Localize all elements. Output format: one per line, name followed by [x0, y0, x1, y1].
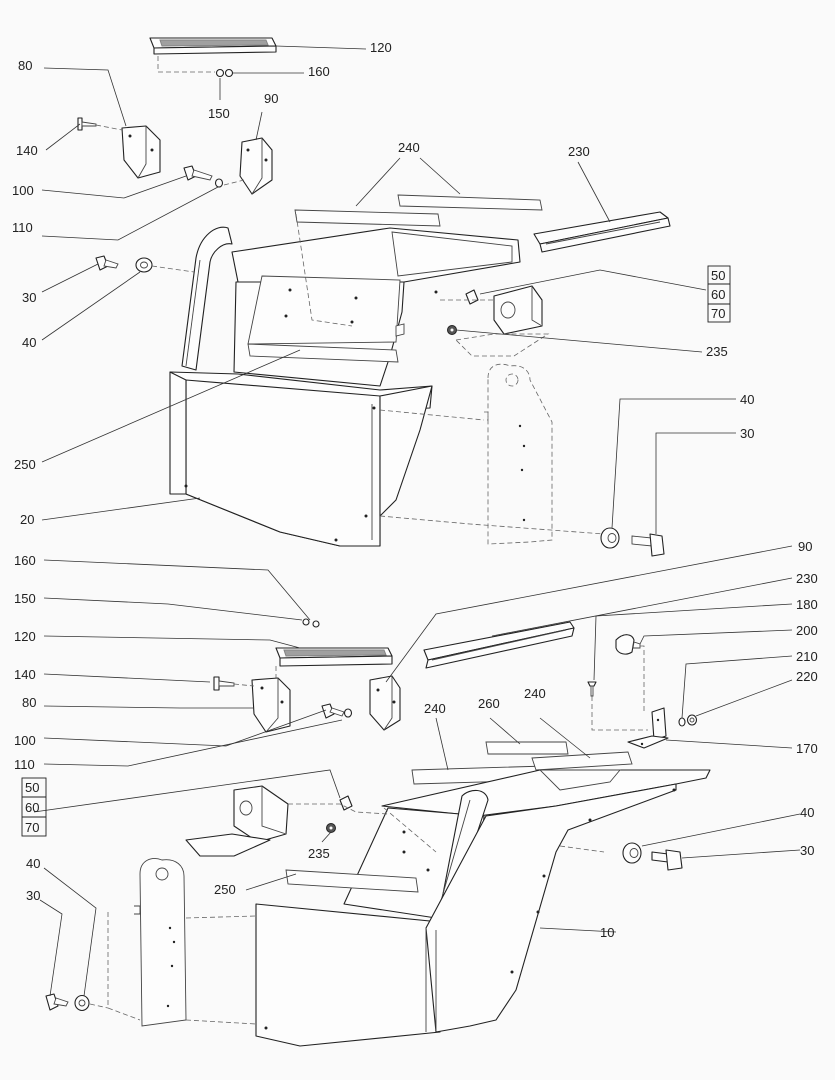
housing-10 — [255, 769, 711, 1047]
callout-120-bottom: 120 — [14, 629, 36, 644]
callout-10: 10 — [600, 925, 614, 940]
bottom-assembly — [45, 618, 711, 1047]
bracket-assembly-50-60-70-top — [440, 285, 550, 357]
bolt-140-top — [77, 117, 97, 131]
callout-250-bottom: 250 — [214, 882, 236, 897]
callout-210: 210 — [796, 649, 818, 664]
callout-235-top: 235 — [706, 344, 728, 359]
sheet-260 — [485, 741, 569, 755]
callout-200: 200 — [796, 623, 818, 638]
callout-40-top-right: 40 — [740, 392, 754, 407]
callout-30-bottom-left: 30 — [26, 888, 40, 903]
bolt-140-bottom — [213, 676, 235, 691]
callout-30-bottom-right: 30 — [800, 843, 814, 858]
boxed-label-bottom-1: 50 — [25, 780, 39, 795]
housing-20 — [169, 226, 521, 547]
rail-230-top — [533, 211, 671, 253]
callout-240-bottom-left: 240 — [424, 701, 446, 716]
sheet-250-top — [247, 343, 399, 363]
callout-140-bottom: 140 — [14, 667, 36, 682]
bracket-80-top — [121, 125, 161, 179]
mount-plate-bottom — [134, 858, 187, 1027]
boxed-label-top-1: 50 — [711, 268, 725, 283]
callout-90-top: 90 — [264, 91, 278, 106]
pin-top — [395, 323, 405, 337]
boxed-label-frame-bottom — [21, 777, 47, 837]
screw-180 — [587, 681, 597, 697]
leader-lines — [33, 45, 801, 997]
bolt-30-top-right — [631, 533, 665, 557]
boxed-label-top-2: 60 — [711, 287, 725, 302]
bolt-100-top — [183, 165, 213, 181]
callout-30-top-left: 30 — [22, 290, 36, 305]
washer-235-top — [447, 325, 457, 335]
bracket-170 — [627, 707, 669, 749]
callout-230-bottom: 230 — [796, 571, 818, 586]
boxed-label-top-3: 70 — [711, 306, 725, 321]
callout-250-top: 250 — [14, 457, 36, 472]
nut-40-bottom-right — [622, 842, 642, 864]
callout-220: 220 — [796, 669, 818, 684]
callout-100-bottom: 100 — [14, 733, 36, 748]
knob-200 — [615, 634, 641, 655]
nut-40-top-left — [135, 257, 153, 273]
callout-30-top-right: 30 — [740, 426, 754, 441]
nut-40-top-right — [600, 527, 620, 549]
bracket-80-bottom — [251, 677, 291, 733]
nut-220 — [686, 714, 698, 726]
rail-230-bottom — [423, 621, 575, 669]
bracket-90-top — [239, 137, 273, 195]
callout-120-top: 120 — [370, 40, 392, 55]
callout-40-top-left: 40 — [22, 335, 36, 350]
callout-160-top: 160 — [308, 64, 330, 79]
callout-40-bottom-left: 40 — [26, 856, 40, 871]
step-plate-bottom — [275, 647, 393, 667]
bolt-30-bottom-left — [45, 993, 69, 1011]
callout-100-top: 100 — [12, 183, 34, 198]
callout-160-bottom: 160 — [14, 553, 36, 568]
callout-170: 170 — [796, 741, 818, 756]
callout-20: 20 — [20, 512, 34, 527]
callout-40-bottom-right: 40 — [800, 805, 814, 820]
callout-80-top: 80 — [18, 58, 32, 73]
callout-260: 260 — [478, 696, 500, 711]
nut-40-bottom-left — [74, 994, 90, 1012]
bracket-assembly-50-60-70-bottom — [185, 785, 353, 857]
callout-230-top: 230 — [568, 144, 590, 159]
sheet-240-top-b — [397, 194, 543, 211]
boxed-label-frame-top — [707, 265, 731, 323]
bracket-90-bottom — [369, 675, 401, 731]
step-plate-top — [149, 37, 277, 55]
nut-150-160-top — [215, 68, 234, 78]
top-assembly — [77, 37, 671, 557]
callout-240-top: 240 — [398, 140, 420, 155]
mount-plate-top-hidden — [484, 363, 553, 545]
nut-150-160-bottom — [302, 618, 320, 628]
callout-140-top: 140 — [16, 143, 38, 158]
callout-180: 180 — [796, 597, 818, 612]
callout-110-top: 110 — [12, 220, 33, 235]
callout-235-bottom: 235 — [308, 846, 330, 861]
callout-240-bottom-right: 240 — [524, 686, 546, 701]
sheet-240-bottom-right — [531, 751, 633, 771]
washer-110-bottom — [343, 708, 353, 718]
washer-235-bottom — [326, 823, 336, 833]
sheet-250-bottom — [285, 869, 419, 893]
sheet-240-top-a — [294, 209, 441, 227]
callout-110-bottom: 110 — [14, 757, 35, 772]
callout-80-bottom: 80 — [22, 695, 36, 710]
washer-110-top — [214, 178, 224, 188]
washer-210 — [678, 717, 686, 727]
bolt-30-top-left — [95, 255, 119, 271]
bolt-100-bottom — [321, 703, 345, 719]
boxed-label-bottom-2: 60 — [25, 800, 39, 815]
bolt-30-bottom-right — [651, 849, 683, 871]
callout-150-bottom: 150 — [14, 591, 36, 606]
callout-labels: 120 160 150 80 90 140 240 230 100 110 30… — [12, 40, 818, 940]
callout-150-top: 150 — [208, 106, 230, 121]
callout-90-bottom: 90 — [798, 539, 812, 554]
boxed-label-bottom-3: 70 — [25, 820, 39, 835]
